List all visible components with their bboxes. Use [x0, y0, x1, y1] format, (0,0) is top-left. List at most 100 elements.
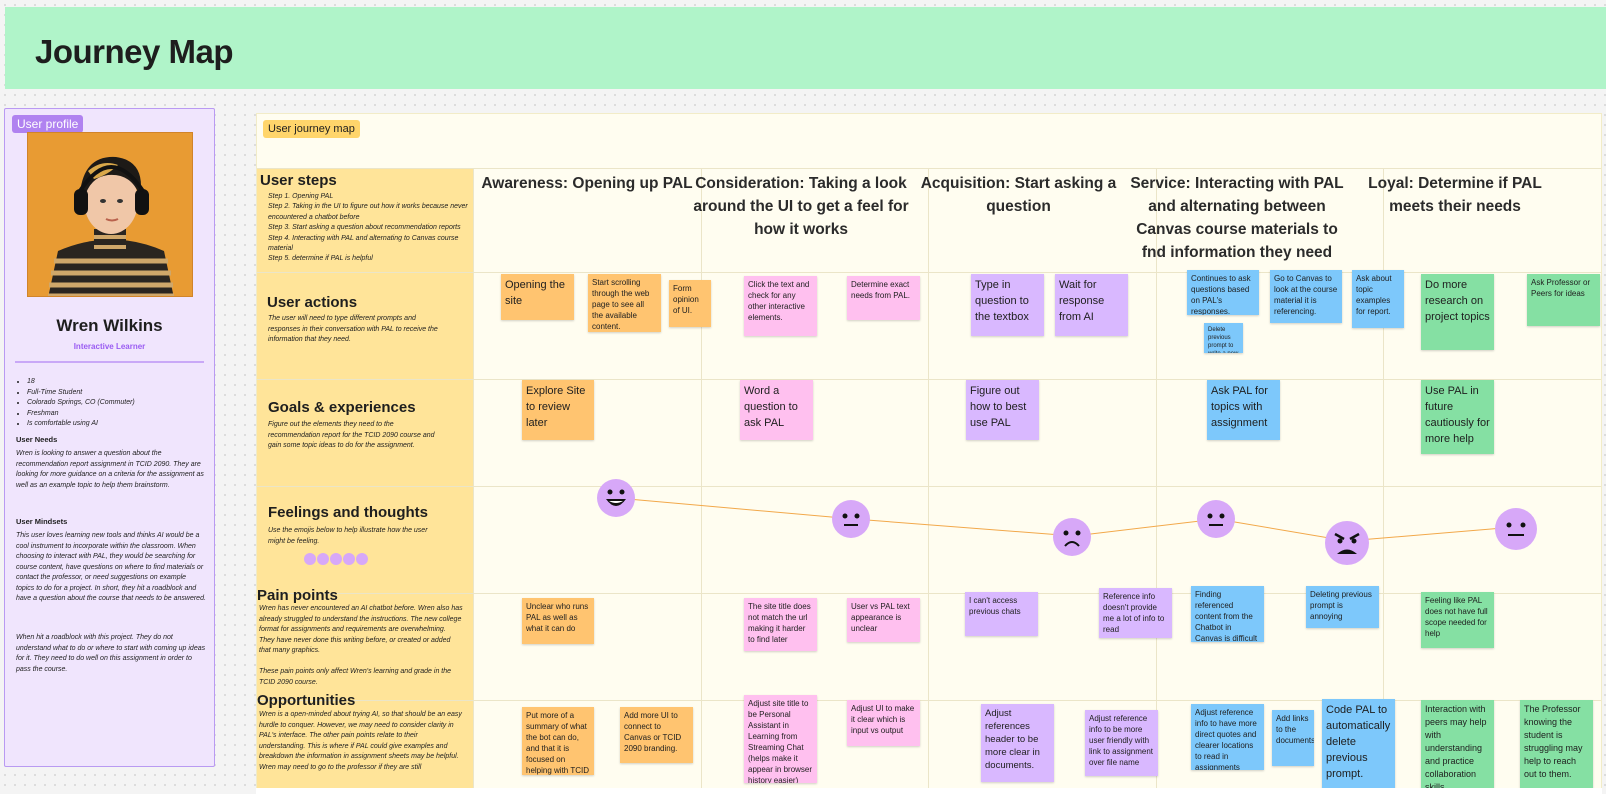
- profile-fact: 18: [27, 377, 135, 388]
- profile-facts-list: 18 Full-Time Student Colorado Springs, C…: [27, 377, 135, 430]
- row-desc-opportunities: Wren is a open-minded about trying AI, s…: [259, 711, 462, 771]
- board-header: Journey Map: [5, 7, 1606, 89]
- row-title-goals: Goals & experiences: [268, 399, 416, 416]
- very-happy-emoji-icon: [597, 479, 635, 517]
- row-desc-feelings: Use the emojis below to help illustrate …: [268, 527, 428, 545]
- user-mindsets-text: This user loves learning new tools and t…: [16, 532, 206, 602]
- sad-emoji-icon[interactable]: [343, 552, 355, 565]
- sticky-note[interactable]: Go to Canvas to look at the course mater…: [1270, 270, 1342, 323]
- sticky-note[interactable]: Adjust site title to be Personal Assista…: [744, 695, 817, 783]
- journey-map-tag: User journey map: [263, 120, 360, 138]
- profile-photo-illustration: [28, 133, 192, 296]
- sticky-note[interactable]: Do more research on project topics: [1421, 274, 1494, 350]
- sticky-note[interactable]: Unclear who runs PAL as well as what it …: [522, 598, 594, 644]
- sticky-note[interactable]: Reference info doesn't provide me a lot …: [1099, 588, 1172, 638]
- sticky-note[interactable]: Adjust UI to make it clear which is inpu…: [847, 700, 920, 746]
- user-mindsets-text-2: When hit a roadblock with this project. …: [16, 634, 206, 673]
- angry-emoji-icon[interactable]: [356, 552, 368, 565]
- column-divider: [701, 168, 702, 793]
- row-title-user-steps: User steps: [260, 172, 337, 189]
- row-divider: [257, 379, 1601, 380]
- sticky-note[interactable]: Figure out how to best use PAL: [966, 380, 1039, 440]
- sticky-note[interactable]: Form opinion of UI.: [669, 280, 711, 327]
- row-divider: [257, 700, 1601, 701]
- sticky-note[interactable]: Click the text and check for any other i…: [744, 276, 817, 336]
- user-needs-heading: User Needs: [16, 435, 58, 444]
- sticky-note[interactable]: Code PAL to automatically delete previou…: [1322, 699, 1395, 791]
- column-divider: [1383, 168, 1384, 793]
- stage-header-acquisition: Acquisition: Start asking a question: [920, 175, 1117, 215]
- sticky-note[interactable]: Put more of a summary of what the bot ca…: [522, 707, 594, 775]
- row-desc-user-steps: Step 1. Opening PAL Step 2. Taking in th…: [268, 193, 468, 263]
- sticky-note[interactable]: Determine exact needs from PAL.: [847, 276, 920, 320]
- sticky-note[interactable]: Start scrolling through the web page to …: [588, 274, 661, 332]
- user-needs-text: Wren is looking to answer a question abo…: [16, 450, 204, 489]
- profile-role: Interactive Learner: [73, 342, 146, 351]
- sticky-note[interactable]: Interaction with peers may help with und…: [1421, 700, 1494, 793]
- column-divider: [928, 168, 929, 793]
- sticky-note[interactable]: Use PAL in future cautiously for more he…: [1421, 380, 1494, 454]
- row-divider: [257, 272, 1601, 273]
- column-divider: [473, 168, 474, 793]
- sticky-note[interactable]: Adjust reference info to be more user fr…: [1085, 710, 1158, 776]
- stage-header-consideration: Consideration: Taking a look around the …: [693, 175, 909, 238]
- profile-fact: Full-Time Student: [27, 388, 135, 399]
- feelings-curve: [597, 479, 1537, 565]
- sticky-note[interactable]: Explore Site to review later: [522, 380, 594, 440]
- journey-map-frame[interactable]: User journey map User steps Step 1. Open…: [256, 113, 1602, 794]
- neutral-emoji-icon: [1197, 500, 1235, 538]
- neutral-emoji-icon: [1495, 508, 1537, 550]
- profile-fact: Colorado Springs, CO (Commuter): [27, 398, 135, 409]
- sad-emoji-icon: [1053, 518, 1091, 556]
- sticky-note[interactable]: Add more UI to connect to Canvas or TCID…: [620, 707, 693, 763]
- sticky-note[interactable]: Ask PAL for topics with assignment: [1207, 380, 1280, 440]
- user-profile-card[interactable]: User profile Wre: [4, 108, 215, 767]
- row-desc-goals: Figure out the elements they need to the…: [268, 421, 435, 449]
- profile-divider: [15, 361, 204, 363]
- stage-header-service: Service: Interacting with PAL and altern…: [1130, 175, 1344, 261]
- sticky-note[interactable]: Continues to ask questions based on PAL'…: [1187, 270, 1259, 315]
- stage-header-loyal: Loyal: Determine if PAL meets their need…: [1368, 175, 1542, 215]
- very-happy-emoji-icon[interactable]: [304, 552, 316, 565]
- sticky-note[interactable]: The Professor knowing the student is str…: [1520, 700, 1593, 793]
- row-title-pain-points: Pain points: [257, 587, 338, 604]
- angry-emoji-icon: [1325, 521, 1369, 565]
- column-divider: [1156, 168, 1157, 793]
- sticky-note[interactable]: The site title does not match the url ma…: [744, 598, 817, 651]
- sticky-note[interactable]: Ask Professor or Peers for ideas: [1527, 274, 1600, 326]
- row-divider: [257, 486, 1601, 487]
- sticky-note[interactable]: Adjust reference info to have more direc…: [1191, 704, 1264, 770]
- row-divider: [257, 593, 1601, 594]
- profile-fact: Freshman: [27, 409, 135, 420]
- stage-header-awareness: Awareness: Opening up PAL: [481, 175, 693, 192]
- user-mindsets-heading: User Mindsets: [16, 517, 68, 526]
- sticky-note[interactable]: Add links to the documents?: [1272, 710, 1314, 766]
- profile-fact: Is comfortable using AI: [27, 419, 135, 430]
- neutral-emoji-icon: [832, 500, 870, 538]
- board-scroll-strip: [256, 788, 1602, 794]
- sticky-note[interactable]: I can't access previous chats: [965, 592, 1038, 636]
- sticky-note[interactable]: Opening the site: [501, 274, 574, 320]
- sticky-note[interactable]: Delete previous prompt to write a new on…: [1204, 323, 1243, 353]
- profile-photo: [27, 132, 193, 297]
- profile-name: Wren Wilkins: [56, 316, 163, 335]
- row-title-user-actions: User actions: [267, 294, 358, 311]
- sticky-note[interactable]: Word a question to ask PAL: [740, 380, 813, 440]
- emoji-legend: [304, 550, 369, 568]
- sticky-note[interactable]: Type in question to the textbox: [971, 274, 1044, 336]
- row-desc-pain-points: Wren has never encountered an AI chatbot…: [259, 605, 463, 686]
- row-divider: [257, 168, 1601, 169]
- page-title: Journey Map: [35, 33, 234, 70]
- sticky-note[interactable]: Feeling like PAL does not have full scop…: [1421, 592, 1494, 648]
- happy-emoji-icon[interactable]: [317, 552, 329, 565]
- row-title-opportunities: Opportunities: [257, 692, 356, 709]
- sticky-note[interactable]: Deleting previous prompt is annoying: [1306, 586, 1379, 628]
- row-title-feelings: Feelings and thoughts: [268, 504, 428, 521]
- sticky-note[interactable]: Wait for response from AI: [1055, 274, 1128, 336]
- sticky-note[interactable]: Adjust references header to be more clea…: [981, 704, 1054, 782]
- user-profile-tag: User profile: [12, 115, 84, 133]
- sticky-note[interactable]: Finding referenced content from the Chat…: [1191, 586, 1264, 642]
- sticky-note[interactable]: Ask about topic examples for report.: [1352, 270, 1404, 328]
- sticky-note[interactable]: User vs PAL text appearance is unclear: [847, 598, 920, 642]
- neutral-emoji-icon[interactable]: [330, 552, 342, 565]
